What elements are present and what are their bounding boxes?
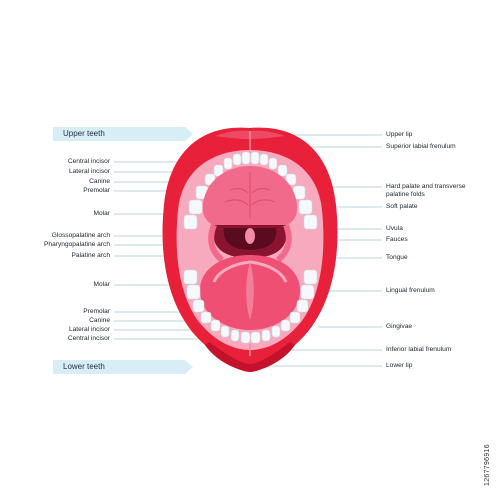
label-upper-lip: Upper lip (386, 131, 413, 138)
upper-teeth (183, 151, 318, 230)
label-tongue: Tongue (386, 254, 408, 261)
label-glossopalatine-arch: Glossopalatine arch (51, 232, 110, 239)
label-hard-palate: Hard palate and transverse (386, 183, 466, 190)
label-fauces: Fauces (386, 236, 408, 243)
upper-teeth-label: Upper teeth (63, 129, 105, 138)
label-uvula: Uvula (386, 225, 403, 232)
label-lower-premolar: Premolar (83, 308, 110, 315)
lower-teeth-arrow (53, 360, 193, 374)
label-upper-lateral-incisor: Lateral incisor (68, 168, 110, 175)
label-pharyngopalatine-arch: Pharyngopalatine arch (44, 241, 110, 248)
label-soft-palate: Soft palate (386, 203, 418, 210)
lower-teeth (183, 269, 318, 344)
label-palatine-folds: palatine folds (386, 191, 425, 198)
label-lower-lip: Lower lip (386, 362, 413, 369)
label-superior-labial-frenulum: Superior labial frenulum (386, 143, 456, 150)
label-lower-molar: Molar (93, 281, 111, 288)
label-upper-central-incisor: Central incisor (67, 158, 110, 165)
label-palatine-arch: Palatine arch (71, 252, 111, 259)
label-inferior-labial-frenulum: Inferior labial frenulum (386, 346, 452, 353)
upper-teeth-tag: Upper teeth (53, 127, 193, 141)
label-upper-premolar: Premolar (83, 187, 110, 194)
label-lower-lateral-incisor: Lateral incisor (68, 326, 110, 333)
stock-image-id: 1267796916 (484, 444, 491, 486)
label-upper-canine: Canine (89, 178, 110, 185)
upper-teeth-arrow (53, 127, 193, 141)
label-lower-canine: Canine (89, 317, 110, 324)
label-lingual-frenulum: Lingual frenulum (386, 287, 435, 294)
label-lower-central-incisor: Central incisor (67, 335, 110, 342)
lower-teeth-tag: Lower teeth (53, 360, 193, 374)
label-gingivae: Gingivae (386, 323, 413, 330)
palatine-folds (224, 172, 276, 218)
label-upper-molar: Molar (93, 210, 111, 217)
uvula (245, 228, 255, 244)
lower-teeth-label: Lower teeth (63, 362, 105, 371)
